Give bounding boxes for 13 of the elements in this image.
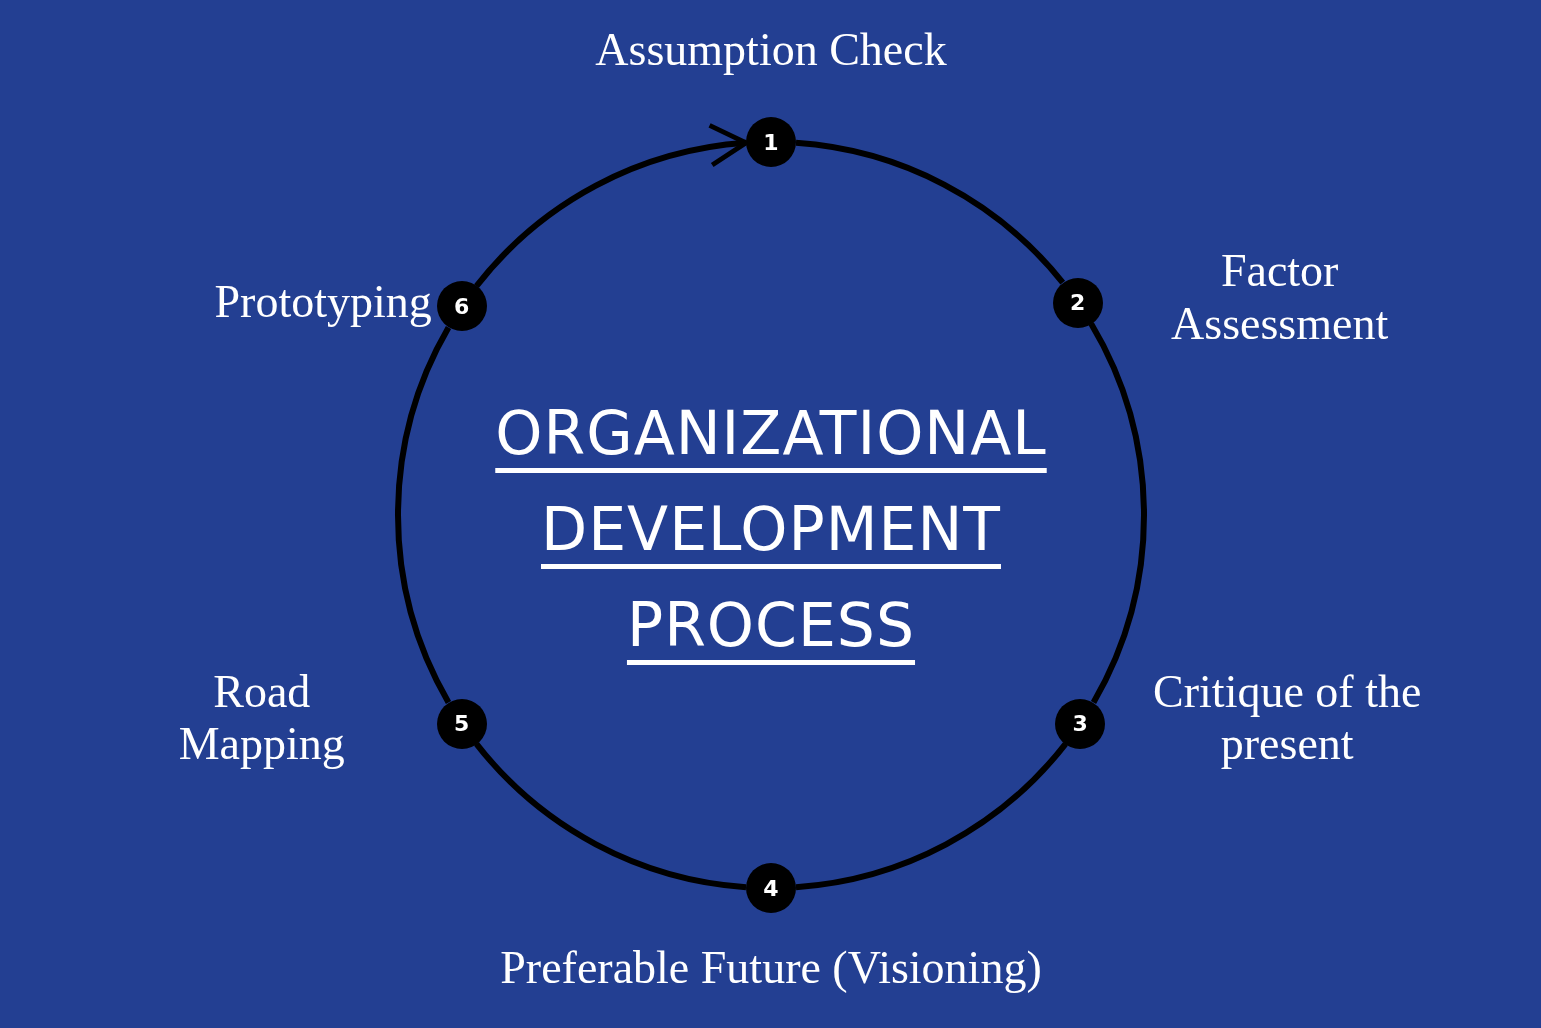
step-label: Assumption Check xyxy=(594,24,948,77)
step-number: 1 xyxy=(763,129,779,155)
step-number: 3 xyxy=(1072,711,1088,737)
step-label: Preferable Future (Visioning) xyxy=(499,942,1043,995)
diagram-title: ORGANIZATIONAL DEVELOPMENT PROCESS xyxy=(494,397,1048,662)
step-number: 6 xyxy=(454,293,470,319)
step-number: 5 xyxy=(454,711,470,737)
step-number: 4 xyxy=(763,875,779,901)
step-number: 2 xyxy=(1070,290,1086,316)
step-label: Road Mapping xyxy=(177,665,346,772)
step-label: Prototyping xyxy=(213,276,432,330)
step-label: Factor Assessment xyxy=(1170,244,1390,351)
step-label: Critique of the present xyxy=(1152,665,1423,772)
